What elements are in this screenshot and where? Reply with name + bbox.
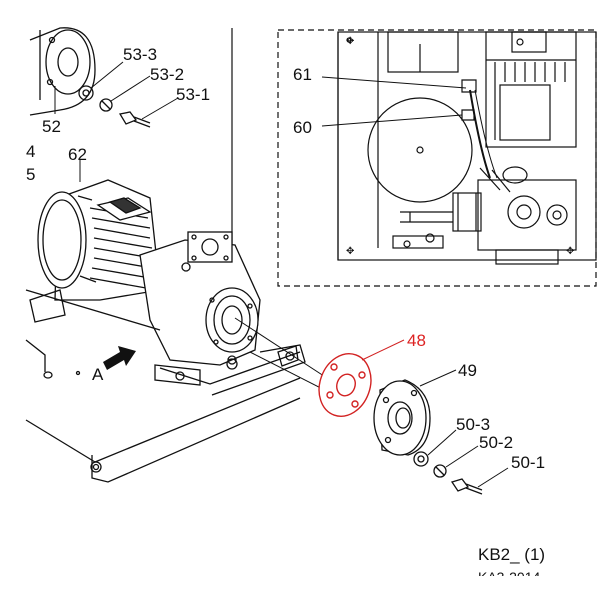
label-50-1: 50-1 bbox=[511, 453, 545, 472]
flange-49 bbox=[373, 379, 431, 456]
label-53-2: 53-2 bbox=[150, 65, 184, 84]
label-53-3: 53-3 bbox=[123, 45, 157, 64]
bolt-53-1 bbox=[118, 111, 151, 128]
spring-washer-50-2 bbox=[433, 464, 447, 478]
caption-code: KB2_ (1) bbox=[478, 545, 545, 564]
flange-52 bbox=[29, 27, 96, 116]
leader-48 bbox=[361, 339, 405, 361]
label-4: 4 bbox=[26, 142, 35, 161]
leaders-53 bbox=[54, 61, 179, 120]
label-52: 52 bbox=[42, 117, 61, 136]
base-frame bbox=[25, 289, 306, 483]
spring-washer-53-2 bbox=[99, 98, 113, 112]
pump-casing bbox=[139, 231, 261, 366]
inset-detail: ✥ ✥ ✥ bbox=[337, 31, 597, 265]
label-61: 61 bbox=[293, 65, 312, 84]
label-50-3: 50-3 bbox=[456, 415, 490, 434]
label-50-2: 50-2 bbox=[479, 433, 513, 452]
label-60: 60 bbox=[293, 118, 312, 137]
label-53-1: 53-1 bbox=[176, 85, 210, 104]
caption-ref: KA3-2014 bbox=[478, 569, 540, 585]
svg-text:✥: ✥ bbox=[566, 246, 574, 257]
svg-text:✥: ✥ bbox=[346, 246, 354, 257]
leaders-inset bbox=[321, 76, 467, 127]
label-5: 5 bbox=[26, 165, 35, 184]
label-49: 49 bbox=[458, 361, 477, 380]
motor-62 bbox=[37, 179, 161, 301]
washer-53-3 bbox=[78, 85, 94, 101]
leaders-50 bbox=[427, 429, 509, 488]
bolt-50-1 bbox=[450, 478, 483, 495]
gasket-48 bbox=[318, 353, 372, 417]
label-48: 48 bbox=[407, 331, 426, 350]
washer-50-3 bbox=[413, 451, 429, 467]
label-62: 62 bbox=[68, 145, 87, 164]
leader-49 bbox=[419, 369, 457, 387]
label-arrow-a: A bbox=[92, 365, 104, 384]
arrow-a bbox=[103, 346, 136, 370]
